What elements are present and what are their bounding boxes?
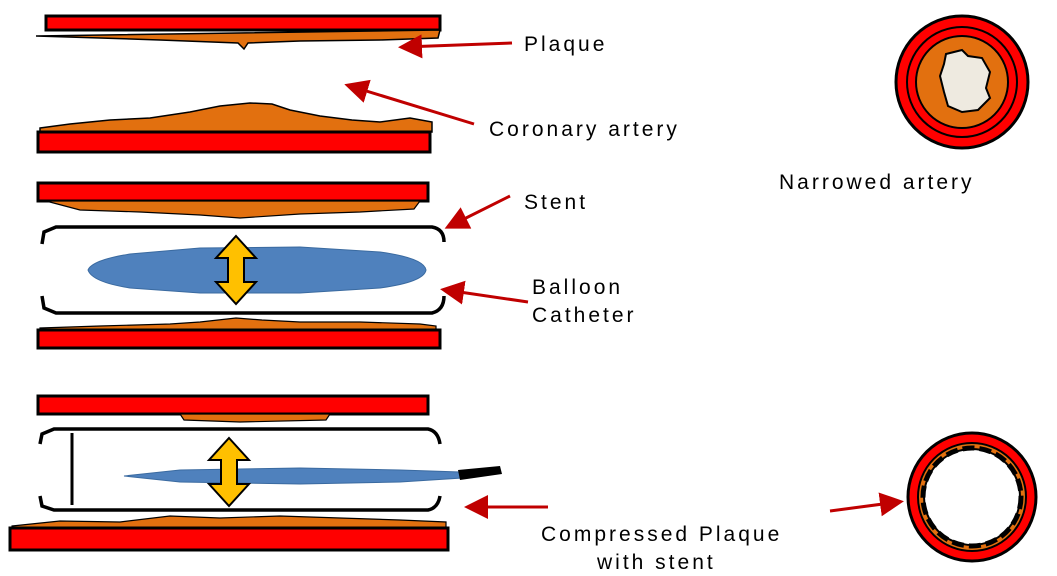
deflated-balloon xyxy=(124,468,462,484)
narrowed-lumen xyxy=(940,50,990,112)
lower-artery-wall-3 xyxy=(10,528,448,550)
compressed-plaque-label: Compressed Plaque xyxy=(541,523,782,546)
inflated-balloon xyxy=(88,247,426,293)
upper-plaque-2 xyxy=(46,201,420,218)
stent-upper-strut xyxy=(42,227,444,244)
narrowed-artery-cross-section xyxy=(896,16,1028,148)
compressed-plaque-stage xyxy=(10,396,502,550)
stented-artery-cross-section xyxy=(908,433,1036,561)
coronary-artery-label: Coronary artery xyxy=(489,118,680,141)
upper-plaque-3 xyxy=(180,414,330,422)
narrowed-artery-label: Narrowed artery xyxy=(779,171,975,194)
balloon-catheter-stage xyxy=(38,183,444,348)
lower-plaque-deposit xyxy=(40,103,432,132)
lower-artery-wall-2 xyxy=(38,330,440,348)
upper-artery-wall-3 xyxy=(38,396,428,414)
catheter-label: Catheter xyxy=(532,304,637,327)
lower-plaque-2 xyxy=(40,318,436,330)
lower-plaque-3 xyxy=(12,516,446,528)
upper-artery-wall-2 xyxy=(38,183,428,201)
upper-artery-wall xyxy=(46,16,440,30)
annotation-arrows xyxy=(350,43,898,511)
stent-lower-strut xyxy=(42,296,444,313)
balloon-label: Balloon xyxy=(532,276,623,299)
stent-upper-strut-3 xyxy=(40,429,440,444)
stent-label: Stent xyxy=(524,191,588,214)
lower-artery-wall xyxy=(38,132,430,152)
catheter-shaft xyxy=(458,466,502,480)
upper-plaque-deposit xyxy=(36,30,440,49)
artery-with-plaque xyxy=(36,16,440,152)
with-stent-label: with stent xyxy=(596,551,716,574)
stent-lower-strut-3 xyxy=(40,496,440,510)
plaque-label: Plaque xyxy=(524,33,607,56)
